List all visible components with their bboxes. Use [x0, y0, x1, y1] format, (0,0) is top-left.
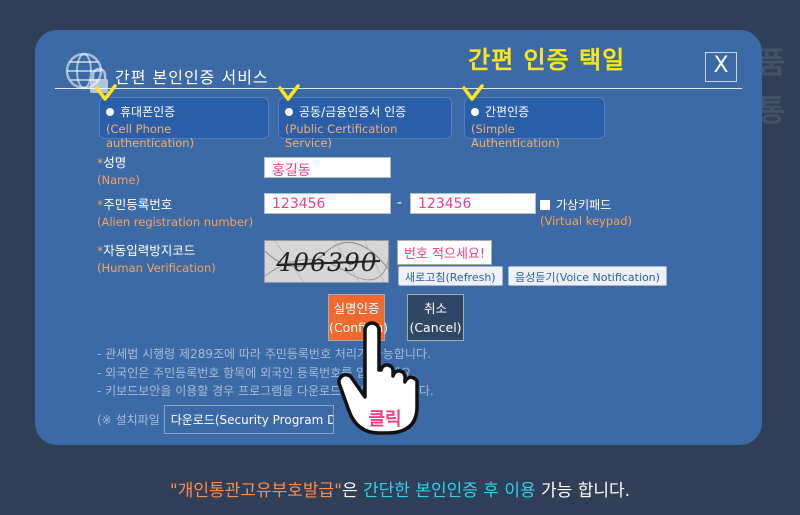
name-label: *성명 (Name) — [97, 155, 140, 187]
virtual-keypad-sub: (Virtual keypad) — [540, 214, 632, 228]
auth-dialog: 간편 본인인증 서비스 간편 인증 택일 X 휴대폰인증 (Cell Phone… — [35, 30, 762, 445]
rrn-label: *주민등록번호 (Alien registration number) — [97, 197, 254, 229]
auth-option-sub: (Simple Authentication) — [471, 122, 560, 150]
download-button[interactable]: 다운로드(Security Program Download) — [163, 405, 334, 434]
header-divider — [55, 88, 742, 89]
auth-option-phone[interactable]: 휴대폰인증 (Cell Phone authentication) — [99, 97, 269, 150]
auth-option-label: 간편인증 — [485, 105, 530, 119]
download-row: (※ 설치파일 다운로드(Security Program Download) — [97, 405, 334, 434]
captcha-image: 406390 — [264, 240, 389, 283]
click-label: 클릭 — [368, 409, 401, 430]
radio-icon[interactable] — [285, 107, 293, 116]
captcha-hint: 번호 적으세요! — [397, 240, 493, 265]
confirm-label: 실명인증 — [333, 301, 380, 316]
footer-message: "개인통관고유부호발급"은 간단한 본인인증 후 이용 가능 합니다. — [0, 476, 800, 501]
note-item: - 관세법 시행령 제289조에 따라 주민등록번호 처리가 가능합니다. — [97, 347, 431, 361]
pointing-hand-icon: 클릭 — [337, 321, 419, 435]
auth-option-label: 공동/금융인증서 인증 — [299, 105, 407, 119]
cancel-sub: (Cancel) — [409, 320, 462, 335]
virtual-keypad-toggle[interactable]: 가상키패드 — [540, 196, 611, 213]
footer-text-end: 가능 합니다. — [535, 481, 631, 501]
radio-icon[interactable] — [106, 107, 114, 116]
auth-option-sub: (Public Certification Service) — [285, 122, 398, 150]
footer-highlight: "개인통관고유부호발급" — [169, 481, 342, 501]
checkmark-icon — [95, 84, 117, 101]
auth-option-label: 휴대폰인증 — [120, 105, 176, 119]
refresh-button[interactable]: 새로고침(Refresh) — [398, 266, 503, 286]
download-prefix: (※ 설치파일 — [97, 413, 160, 427]
voice-button[interactable]: 음성듣기(Voice Notification) — [508, 266, 667, 286]
rrn-back-field[interactable]: 123456 — [410, 193, 536, 214]
annotation-title: 간편 인증 택일 — [468, 46, 626, 74]
auth-option-simple[interactable]: 간편인증 (Simple Authentication) — [464, 97, 605, 150]
rrn-front-field[interactable]: 123456 — [264, 193, 391, 214]
footer-emphasis: 간단한 본인인증 후 이용 — [363, 481, 536, 501]
name-field[interactable]: 홍길동 — [264, 157, 391, 179]
checkmark-icon — [278, 84, 300, 101]
note-item: - 외국인은 주민등록번호 항목에 외국인 등록번호를 입력하세요. — [97, 365, 416, 380]
cancel-button[interactable]: 취소 (Cancel) — [407, 294, 464, 341]
checkbox-icon[interactable] — [540, 199, 550, 210]
dialog-title: 간편 본인인증 서비스 — [115, 68, 269, 87]
checkmark-icon — [462, 84, 484, 101]
cancel-label: 취소 — [423, 301, 447, 316]
radio-icon[interactable] — [471, 107, 479, 116]
auth-option-sub: (Cell Phone authentication) — [106, 122, 195, 150]
footer-text: 은 — [341, 481, 364, 501]
close-button[interactable]: X — [705, 52, 737, 82]
rrn-separator: - — [397, 195, 403, 211]
captcha-label: *자동입력방지코드 (Human Verification) — [97, 243, 216, 275]
auth-option-certificate[interactable]: 공동/금융인증서 인증 (Public Certification Servic… — [278, 97, 452, 150]
captcha-noise: 406390 — [265, 241, 388, 282]
